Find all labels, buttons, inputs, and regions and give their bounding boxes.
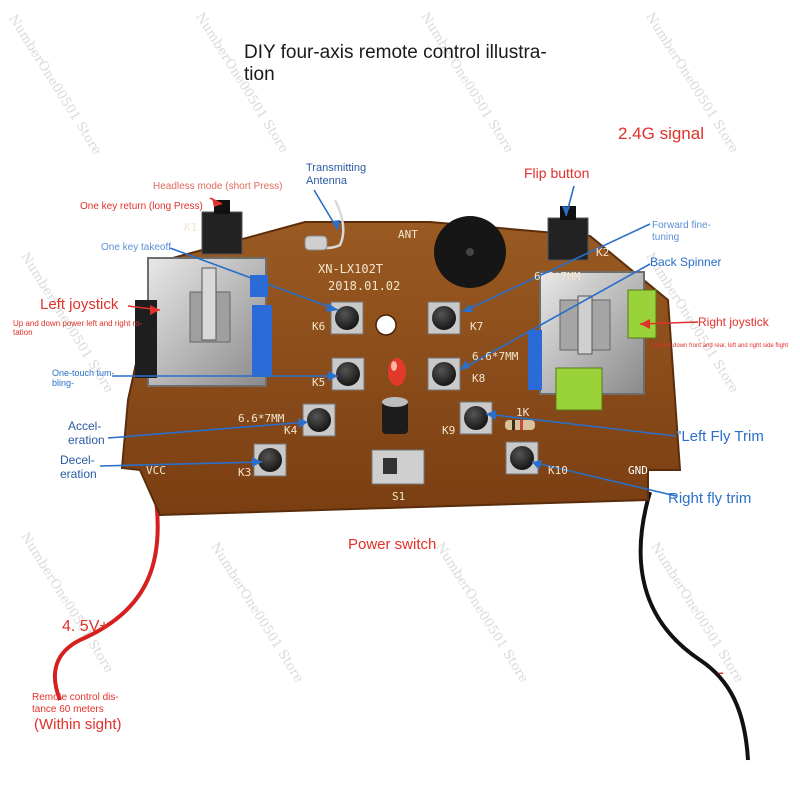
- push-button-k5: [331, 357, 365, 391]
- power-switch-label: Power switch: [348, 536, 437, 553]
- pcb-k3-label: K3: [238, 466, 252, 479]
- diagram-title: DIY four-axis remote control illustra- t…: [244, 42, 547, 85]
- left-joystick-module: [135, 257, 272, 387]
- pcb-mm-left: 6.6*7MM: [238, 412, 285, 425]
- pcb-mm-mid: 6.6*7MM: [472, 350, 519, 363]
- right-fly-trim-label: Right fly trim: [668, 490, 752, 507]
- leader-lines: [99, 185, 677, 497]
- pcb-date-text: 2018.01.02: [328, 279, 401, 293]
- signal-label: 2.4G signal: [618, 124, 704, 143]
- red-power-wire: [52, 491, 160, 701]
- pcb-k6-label: K6: [312, 320, 326, 333]
- pcb-k9-label: K9: [442, 424, 456, 437]
- resistor: [505, 420, 535, 430]
- pcb-model-text: XN-LX102T: [318, 262, 384, 276]
- pcb-1k-label: 1K: [516, 406, 530, 419]
- arrowheads-red: [150, 198, 650, 329]
- mounting-hole: [375, 314, 397, 336]
- slide-switch-s1: [371, 449, 425, 485]
- push-button-k10: [505, 441, 539, 475]
- ground-minus-label: -: [718, 662, 724, 682]
- red-led: [388, 358, 406, 386]
- one-touch-tumbling-label: One-touch tum- bling-: [52, 368, 115, 389]
- back-spinner-label: Back Spinner: [650, 255, 722, 269]
- pcb-mm-right: 6.6*7MM: [534, 270, 581, 283]
- distance-label: Remote control dis- tance 60 meters: [32, 692, 119, 715]
- forward-fine-tuning-label: Forward fine- tuning: [652, 220, 711, 243]
- voltage-label: 4. 5V+: [62, 618, 109, 635]
- right-joystick-module: [528, 271, 657, 411]
- pcb-vcc-label: VCC: [146, 464, 166, 477]
- push-button-k4: [302, 403, 336, 437]
- push-button-k9: [459, 401, 493, 435]
- deceleration-label: Decel- eration: [60, 453, 97, 481]
- pcb-k4-label: K4: [284, 424, 298, 437]
- switch-k1: [201, 200, 243, 255]
- acceleration-label: Accel- eration: [68, 419, 105, 447]
- antenna-coil: [304, 235, 328, 251]
- pcb-gnd-label: GND: [628, 464, 648, 477]
- push-button-k7: [427, 301, 461, 335]
- transmitting-antenna-label: Transmitting Antenna: [306, 162, 367, 187]
- pcb-k2-label: K2: [596, 246, 610, 259]
- flip-button-label: Flip button: [524, 165, 590, 181]
- within-sight-label: (Within sight): [34, 716, 122, 733]
- pcb-k1-label: K1: [184, 221, 198, 234]
- one-key-takeoff-label: One key takeoff: [101, 242, 171, 253]
- headless-mode-label: Headless mode (short Press): [153, 181, 283, 192]
- pcb-ant-label: ANT: [398, 228, 418, 241]
- black-ground-wire: [638, 491, 750, 761]
- pcb-k5-label: K5: [312, 376, 326, 389]
- pcb-k7-label: K7: [470, 320, 484, 333]
- arrowheads: [252, 206, 570, 470]
- right-joystick-desc: Up and down front and rear, left and rig…: [652, 343, 789, 349]
- left-fly-trim-label: "Left Fly Trim: [676, 428, 764, 445]
- one-key-return-label: One key return (long Press): [80, 201, 203, 212]
- push-button-k3: [253, 443, 287, 477]
- pcb-k8-label: K8: [472, 372, 486, 385]
- left-joystick-desc: Up and down power left and right ro- tat…: [13, 319, 143, 338]
- push-button-k6: [330, 301, 364, 335]
- capacitor: [382, 397, 408, 434]
- push-button-k8: [427, 357, 461, 391]
- left-joystick-label: Left joystick: [40, 296, 119, 313]
- pcb-k10-label: K10: [548, 464, 568, 477]
- pcb-s1-label: S1: [392, 490, 406, 503]
- right-joystick-label: Right joystick: [698, 315, 769, 329]
- switch-k2: [547, 206, 589, 261]
